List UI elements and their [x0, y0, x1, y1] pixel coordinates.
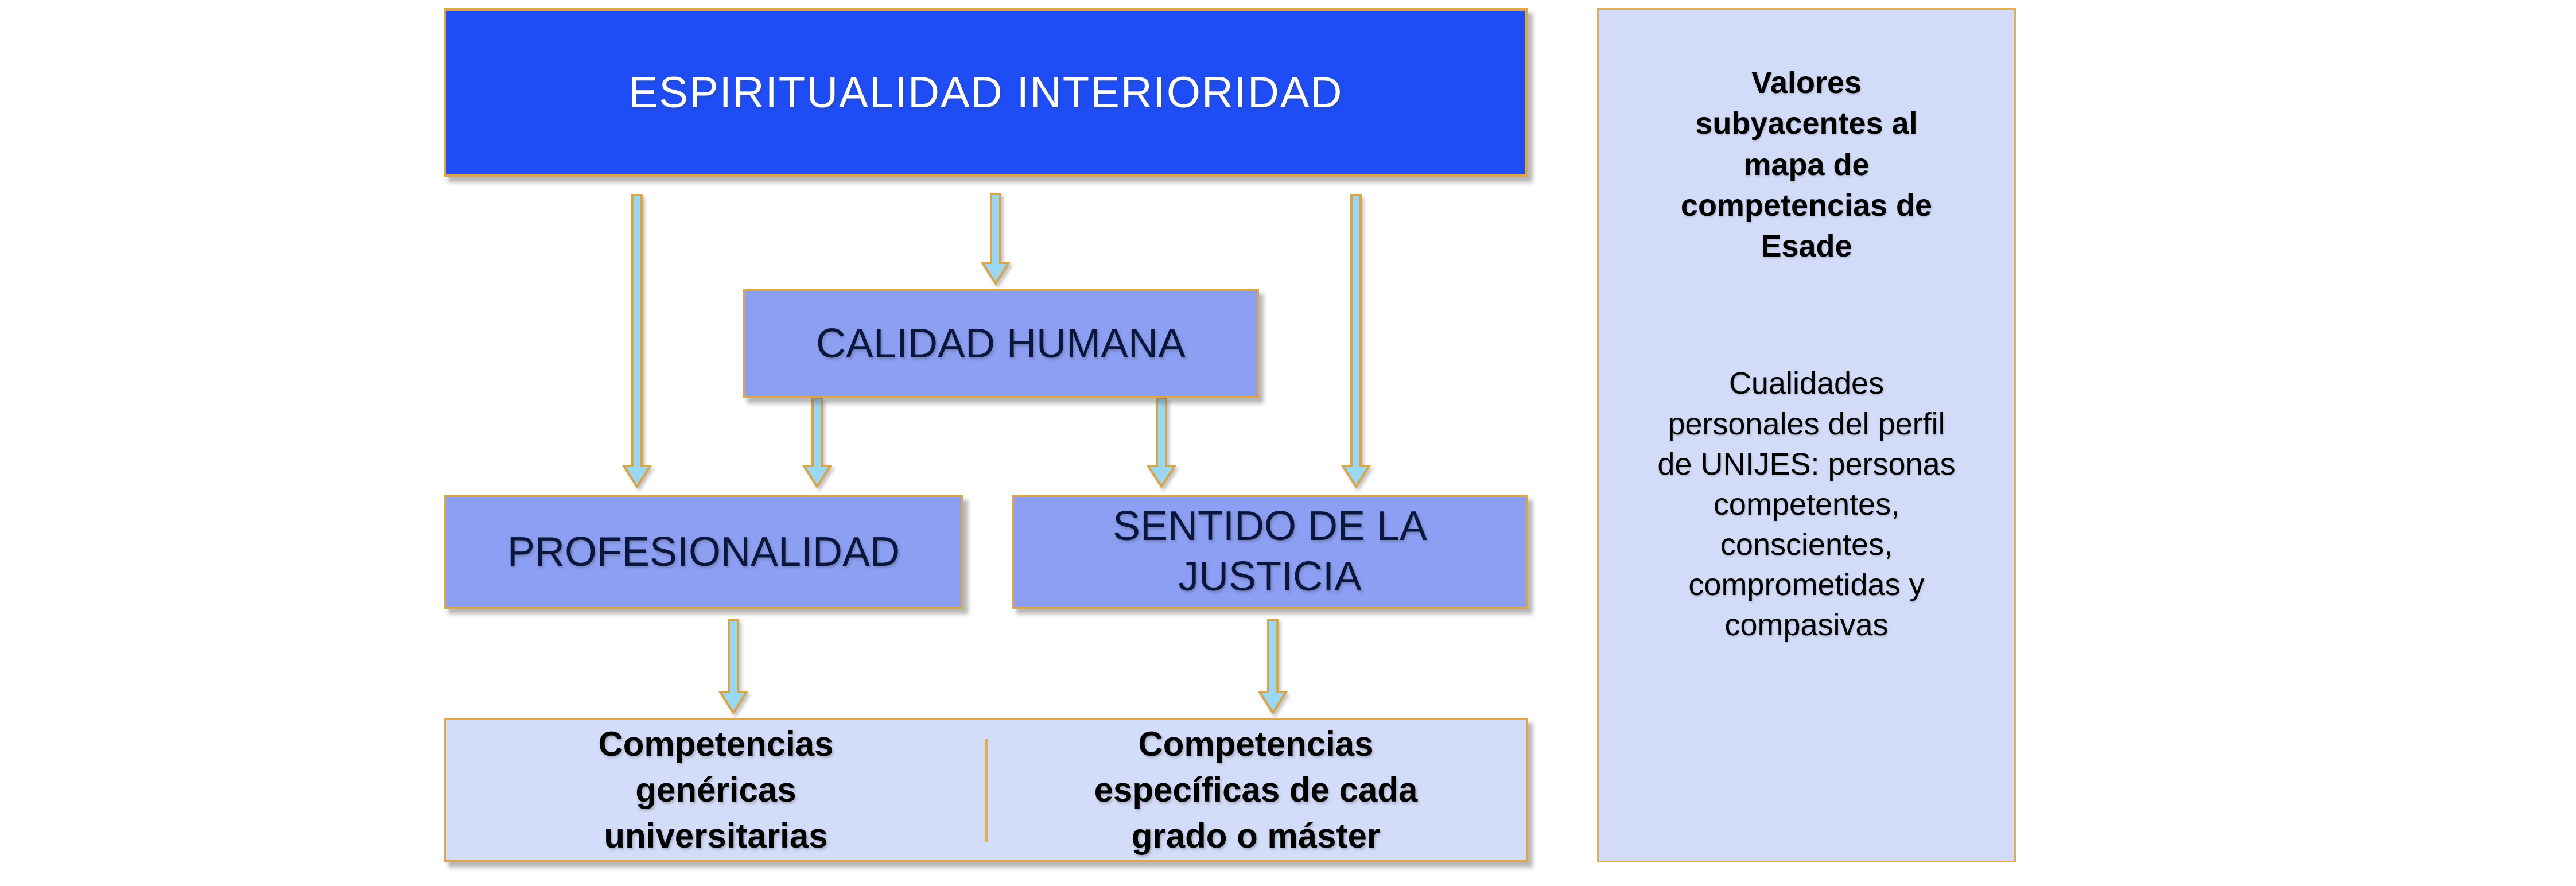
calidad-humana-box: CALIDAD HUMANA: [743, 289, 1259, 398]
competencias-divider: [985, 739, 988, 842]
arrow-calidad-to-sentido: [1146, 397, 1177, 489]
arrow-espiritualidad-to-calidad: [980, 193, 1011, 286]
arrow-sentido-to-competencias: [1257, 619, 1288, 715]
competencias-box: Competencias genéricas universitarias Co…: [444, 718, 1528, 862]
valores-sidebar: Valores subyacentes al mapa de competenc…: [1597, 8, 2016, 862]
competencias-genericas-cell: Competencias genéricas universitarias: [598, 725, 834, 855]
competencias-especificas-cell: Competencias específicas de cada grado o…: [1094, 725, 1418, 855]
sidebar-title: Valores subyacentes al mapa de competenc…: [1680, 65, 1933, 264]
sentido-justicia-box: SENTIDO DE LA JUSTICIA: [1012, 495, 1528, 609]
profesionalidad-box: PROFESIONALIDAD: [444, 495, 963, 609]
arrow-espiritualidad-to-sentido: [1341, 194, 1371, 489]
profesionalidad-label: PROFESIONALIDAD: [507, 529, 900, 575]
arrow-calidad-to-profesionalidad: [802, 397, 833, 489]
espiritualidad-box: ESPIRITUALIDAD INTERIORIDAD: [444, 8, 1528, 177]
arrow-profesionalidad-to-competencias: [718, 619, 749, 715]
espiritualidad-label: ESPIRITUALIDAD INTERIORIDAD: [628, 68, 1343, 117]
sentido-justicia-label: SENTIDO DE LA JUSTICIA: [1112, 503, 1428, 600]
calidad-humana-label: CALIDAD HUMANA: [815, 320, 1186, 367]
sidebar-body: Cualidades personales del perfil de UNIJ…: [1657, 366, 1956, 643]
arrow-espiritualidad-to-profesionalidad: [621, 194, 652, 489]
